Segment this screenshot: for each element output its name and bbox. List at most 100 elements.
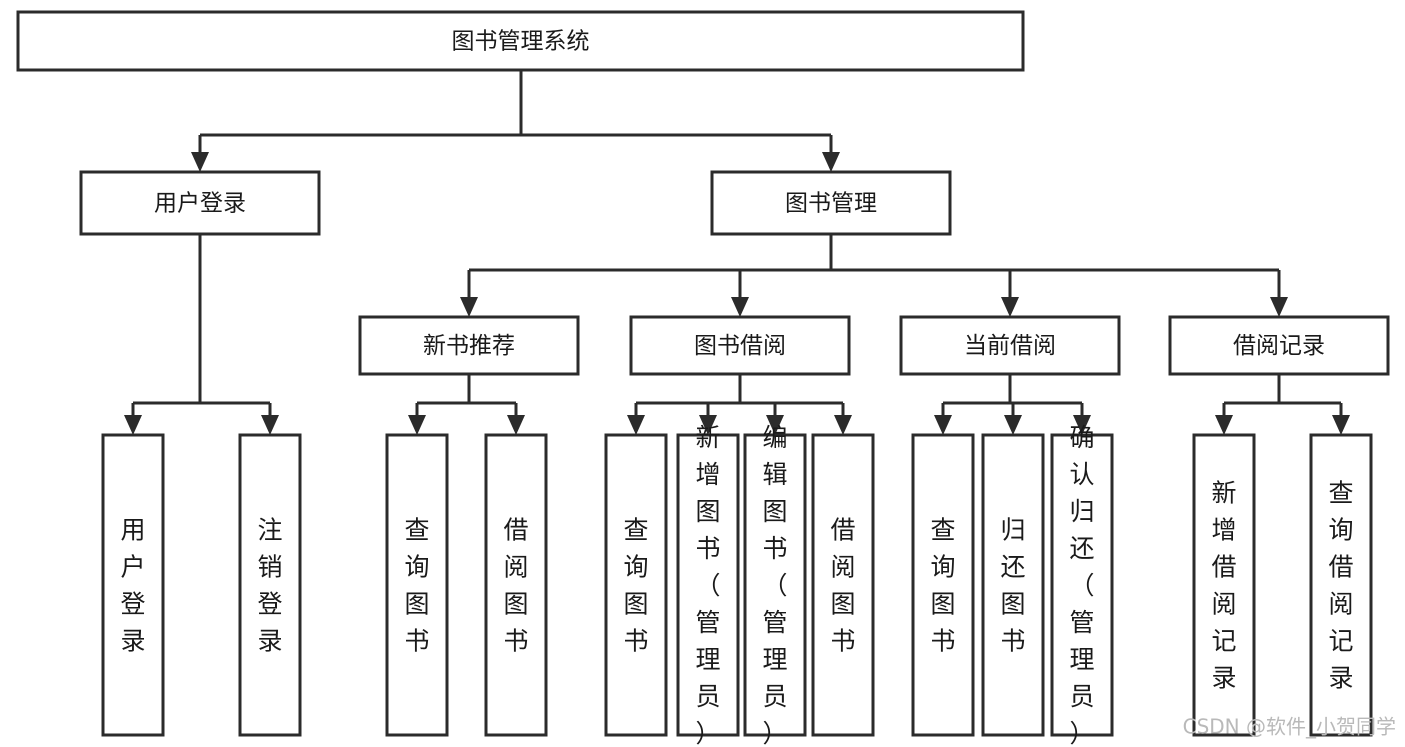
node-label-char: （ (762, 571, 787, 600)
node-label-char: 借 (830, 516, 855, 545)
node-label-char: 理 (1069, 645, 1094, 674)
node-box[interactable] (981, 433, 1045, 737)
node-box[interactable] (1168, 315, 1390, 376)
node-box[interactable] (484, 433, 548, 737)
node-label-char: 查 (930, 516, 955, 545)
node-box[interactable] (604, 433, 668, 737)
node-level2-current-borrow[interactable]: 当前借阅 (899, 315, 1121, 376)
node-box[interactable] (1050, 433, 1114, 737)
node-label-char: 图 (695, 497, 720, 526)
arrow-head-icon (1270, 297, 1288, 317)
node-box[interactable] (710, 170, 952, 236)
arrow-head-icon (934, 415, 952, 435)
node-label-char: 用 (120, 516, 145, 545)
node-label-char: 增 (695, 460, 720, 489)
node-label-char: 录 (120, 627, 145, 656)
node-level1-book-management[interactable]: 图书管理 (710, 170, 952, 236)
node-label-char: 询 (1328, 516, 1353, 545)
arrow-head-icon (261, 415, 279, 435)
node-label-char: 还 (1069, 534, 1094, 563)
node-label-char: （ (695, 571, 720, 600)
node-box[interactable] (101, 433, 165, 737)
node-label-char: 录 (1328, 664, 1353, 693)
node-label-char: 确 (1069, 423, 1094, 452)
node-level2-new-book-recommend[interactable]: 新书推荐 (358, 315, 580, 376)
node-label-char: 书 (830, 627, 855, 656)
node-level2-borrow-record[interactable]: 借阅记录 (1168, 315, 1390, 376)
connector-layer (124, 70, 1350, 435)
node-layer: 图书管理系统用户登录图书管理新书推荐图书借阅当前借阅借阅记录用户登录注销登录查询… (16, 10, 1390, 747)
node-box[interactable] (385, 433, 449, 737)
node-label: 用户登录 (154, 191, 246, 217)
node-label: 新书推荐 (423, 333, 515, 359)
arrow-head-icon (699, 415, 717, 435)
node-leaf-leaf-user-login[interactable]: 用户登录 (101, 433, 165, 737)
arrow-head-icon (507, 415, 525, 435)
node-label-char: 询 (623, 553, 648, 582)
node-label-char: 图 (762, 497, 787, 526)
node-box[interactable] (1309, 433, 1373, 737)
node-box[interactable] (629, 315, 851, 376)
node-box[interactable] (238, 433, 302, 737)
connector-group-new-book-recommend (408, 374, 525, 435)
node-label-char: 图 (503, 590, 528, 619)
node-label-char: 阅 (830, 553, 855, 582)
node-label-char: 图 (830, 590, 855, 619)
node-level1-user-login[interactable]: 用户登录 (79, 170, 321, 236)
node-label-char: 借 (1211, 553, 1236, 582)
node-box[interactable] (79, 170, 321, 236)
node-label-char: 还 (1000, 553, 1025, 582)
node-label-char: 书 (404, 627, 429, 656)
node-box[interactable] (358, 315, 580, 376)
node-level2-book-borrow[interactable]: 图书借阅 (629, 315, 851, 376)
node-box[interactable] (676, 433, 740, 737)
node-label-char: 查 (404, 516, 429, 545)
node-label: 图书管理系统 (452, 29, 590, 55)
node-box[interactable] (16, 10, 1025, 72)
node-box[interactable] (899, 315, 1121, 376)
node-label-char: 管 (1069, 608, 1094, 637)
node-label-char: 书 (1000, 627, 1025, 656)
node-label-char: 增 (1211, 516, 1236, 545)
node-root[interactable]: 图书管理系统 (16, 10, 1025, 72)
node-label-char: 书 (930, 627, 955, 656)
arrow-head-icon (834, 415, 852, 435)
node-label-char: 阅 (1328, 590, 1353, 619)
node-label-char: 录 (257, 627, 282, 656)
node-label-char: 员 (695, 682, 720, 711)
node-label-char: 理 (762, 645, 787, 674)
arrow-head-icon (627, 415, 645, 435)
node-box[interactable] (911, 433, 975, 737)
node-label-char: 归 (1069, 497, 1094, 526)
node-box[interactable] (811, 433, 875, 737)
node-box[interactable] (1192, 433, 1256, 737)
node-label-char: 录 (1211, 664, 1236, 693)
node-label-char: 管 (762, 608, 787, 637)
node-label-char: 查 (623, 516, 648, 545)
node-label-char: 阅 (503, 553, 528, 582)
node-label-char: 管 (695, 608, 720, 637)
node-label-char: 辑 (762, 460, 787, 489)
node-label-char: 借 (1328, 553, 1353, 582)
node-label-char: 员 (762, 682, 787, 711)
node-label-char: 书 (503, 627, 528, 656)
node-label-char: 注 (257, 516, 282, 545)
arrow-head-icon (1004, 415, 1022, 435)
node-label-char: 归 (1000, 516, 1025, 545)
node-box[interactable] (743, 433, 807, 737)
arrow-head-icon (1001, 297, 1019, 317)
node-label-char: 书 (695, 534, 720, 563)
